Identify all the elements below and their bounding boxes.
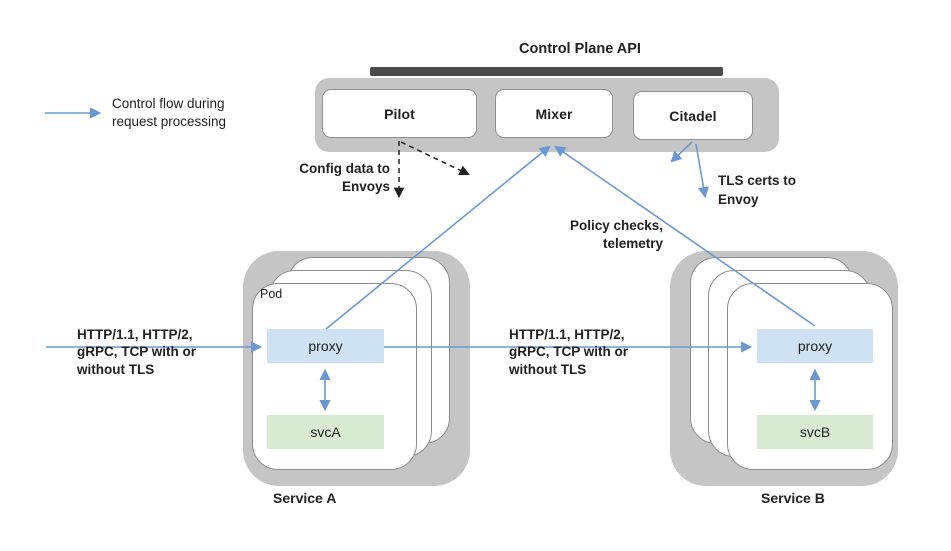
legend-label: Control flow during request processing xyxy=(112,96,227,129)
http-protocols-left-label: HTTP/1.1, HTTP/2, gRPC, TCP with or with… xyxy=(77,327,197,377)
service-b-proxy-label: proxy xyxy=(797,338,833,354)
tls-certs-label: TLS certs to Envoy xyxy=(718,173,797,207)
policy-checks-label: Policy checks, telemetry xyxy=(569,218,663,251)
mixer-box: Mixer xyxy=(495,89,613,138)
config-data-label: Config data to Envoys xyxy=(299,161,390,194)
citadel-box: Citadel xyxy=(633,91,753,140)
control-plane-title: Control Plane API xyxy=(519,41,641,57)
service-a-proxy-box: proxy xyxy=(267,329,384,363)
service-a-svc-label: svcA xyxy=(310,424,341,440)
service-a-label: Service A xyxy=(273,490,337,506)
citadel-label: Citadel xyxy=(669,107,717,124)
control-plane-api-bar xyxy=(370,67,723,76)
service-a-svc-box: svcA xyxy=(267,415,384,449)
pilot-label: Pilot xyxy=(384,105,415,122)
http-protocols-middle-label: HTTP/1.1, HTTP/2, gRPC, TCP with or with… xyxy=(509,327,629,377)
pilot-box: Pilot xyxy=(322,89,477,138)
service-b-svc-box: svcB xyxy=(757,415,873,449)
mixer-label: Mixer xyxy=(535,105,573,122)
service-b-svc-label: svcB xyxy=(799,424,831,440)
service-a-pod-label: Pod xyxy=(260,287,283,301)
service-b-proxy-box: proxy xyxy=(757,329,873,363)
service-a-proxy-label: proxy xyxy=(308,338,343,354)
service-b-label: Service B xyxy=(761,490,825,506)
